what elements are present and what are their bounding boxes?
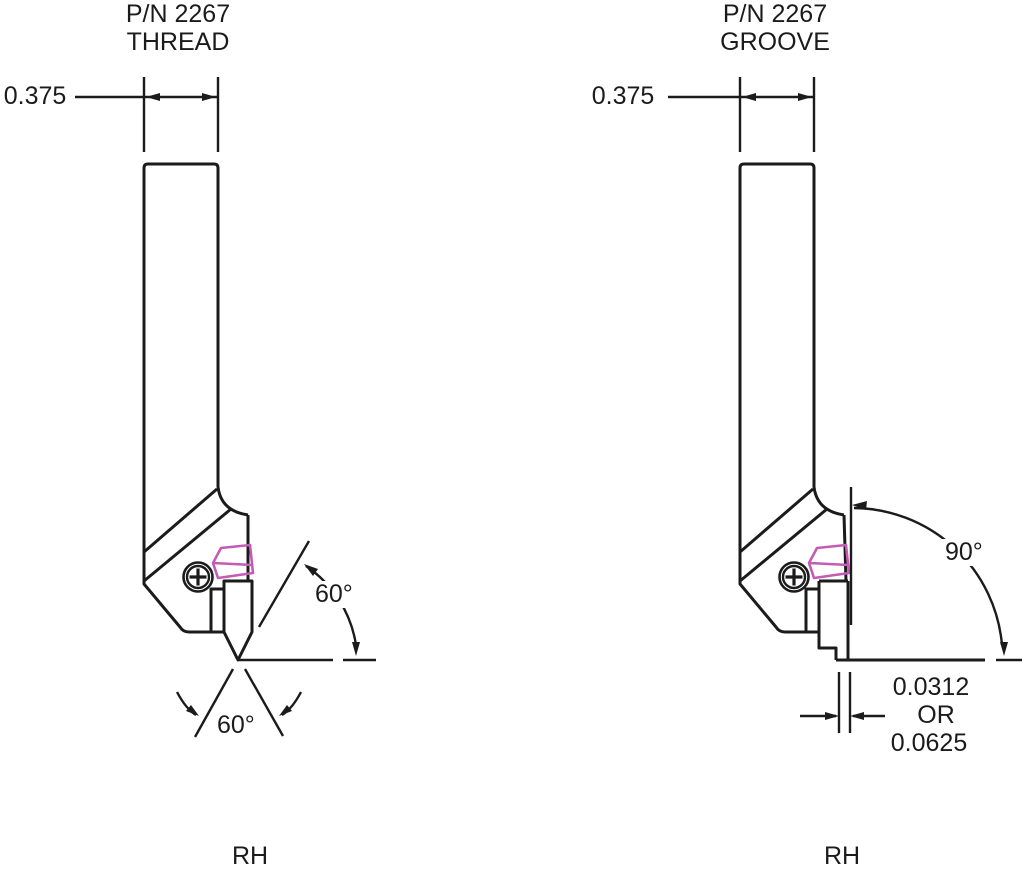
thread-chamfer-edge-upper [143, 487, 218, 554]
groove-head-fillet [812, 486, 845, 517]
thread-tool-view [75, 77, 376, 738]
groove-width-conjunction: OR [917, 701, 955, 729]
groove-tool-body-outline [738, 162, 819, 634]
groove-front-edge [842, 514, 848, 582]
groove-shank-width-value: 0.375 [591, 82, 655, 110]
groove-width-alternate-value: 0.0625 [890, 729, 968, 757]
thread-part-number: P/N 2267 [125, 0, 231, 28]
thread-tool-body-outline [142, 162, 224, 634]
groove-hand-designation: RH [823, 842, 861, 870]
groove-part-number: P/N 2267 [722, 0, 828, 28]
thread-view-title: THREAD [126, 28, 230, 56]
groove-width-primary-value: 0.0312 [892, 673, 970, 701]
thread-lead-angle-value: 60° [311, 581, 357, 608]
groove-chamfer-edge-lower [739, 507, 828, 583]
groove-insert-highlight [807, 543, 851, 580]
groove-corner-angle-value: 90° [941, 539, 987, 566]
thread-included-angle-annotation [175, 668, 303, 738]
thread-chamfer-edge-lower [143, 507, 232, 583]
groove-cartridge-step [804, 587, 819, 632]
groove-corner-angle-dimension [849, 487, 1022, 662]
groove-view-title: GROOVE [720, 28, 830, 56]
clamp-screw-icon [182, 561, 214, 593]
thread-insert-cartridge [222, 579, 254, 662]
thread-head-fillet [216, 486, 249, 517]
groove-tip-width-dimension [800, 672, 885, 733]
groove-tool-view [668, 77, 1022, 733]
thread-width-dimension [75, 77, 220, 152]
thread-shank-width-value: 0.375 [3, 82, 67, 110]
groove-chamfer-edge-upper [739, 487, 814, 554]
groove-width-dimension [668, 77, 816, 152]
groove-insert-cartridge [817, 579, 850, 660]
thread-insert-highlight [211, 543, 255, 580]
clamp-screw-icon [778, 561, 810, 593]
thread-hand-designation: RH [231, 842, 269, 870]
thread-included-angle-value: 60° [217, 711, 255, 739]
thread-cartridge-step [209, 587, 224, 632]
